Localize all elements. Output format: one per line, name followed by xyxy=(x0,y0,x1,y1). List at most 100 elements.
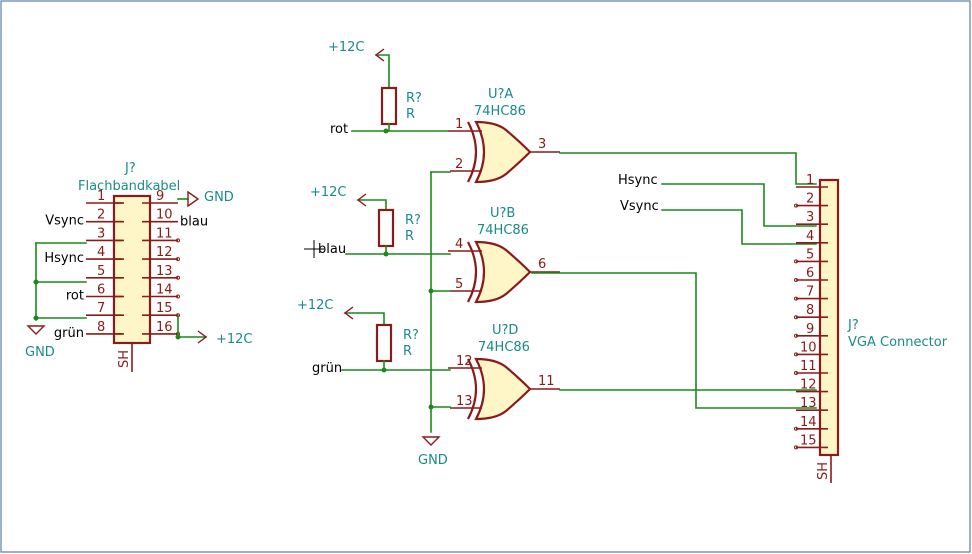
vga-pin-num: 7 xyxy=(806,285,814,300)
flachbandkabel-shield-label: SH xyxy=(117,350,132,368)
gate-in1-num: 1 xyxy=(455,117,463,132)
net-label-rot: rot xyxy=(330,122,348,137)
resistor-body xyxy=(377,208,395,248)
vga-ref: J? xyxy=(847,318,859,333)
net-label-blau: blau xyxy=(318,242,346,257)
resistor-value: R xyxy=(406,107,415,122)
resistor-ref: R? xyxy=(406,91,422,106)
no-connect-dot xyxy=(794,259,798,264)
gate-body xyxy=(474,120,532,184)
flachbandkabel-connector[interactable]: J? Flachbandkabel 12Vsync34Hsync56rot78g… xyxy=(44,161,208,372)
no-connect-dot xyxy=(794,333,798,338)
gate-ref: U?B xyxy=(490,206,515,221)
vga-pin-num: 14 xyxy=(800,415,817,430)
vga-pin-num: 1 xyxy=(806,173,814,188)
flachbandkabel-right-pin-num: 9 xyxy=(156,189,164,204)
no-connect-dot xyxy=(176,238,180,243)
vcc-right-label: +12C xyxy=(216,332,253,347)
vga-pin-num: 10 xyxy=(800,340,817,355)
gate-ref: U?D xyxy=(492,323,518,338)
no-connect-dot xyxy=(176,275,180,280)
vga-value: VGA Connector xyxy=(848,335,948,350)
flachbandkabel-gnd-bus: GND xyxy=(25,242,87,360)
flachbandkabel-ref: J? xyxy=(124,161,136,176)
flachbandkabel-left-pin-num: 8 xyxy=(97,320,105,335)
net-label-gruen: grün xyxy=(312,361,342,376)
vga-pin-num: 12 xyxy=(800,378,817,393)
resistor[interactable]: +12C R?R xyxy=(328,40,422,132)
no-connect-dot xyxy=(794,315,798,320)
vga-pin-num: 3 xyxy=(806,210,814,225)
gate-xor-arc xyxy=(467,241,478,303)
center-wiring: rot blau grün GND Hsync Vsync xyxy=(304,122,817,468)
flachbandkabel-right-pin-num: 14 xyxy=(156,283,173,298)
no-connect-dot xyxy=(794,445,798,450)
flachbandkabel-right-pin-num: 11 xyxy=(156,226,173,241)
flachbandkabel-left-pin-num: 6 xyxy=(97,283,105,298)
gate-in1-num: 12 xyxy=(456,354,473,369)
flachbandkabel-left-pin-num: 7 xyxy=(97,301,105,316)
flachbandkabel-right-pin-num: 10 xyxy=(156,208,173,223)
no-connect-dot xyxy=(794,296,798,301)
gnd-right-label: GND xyxy=(204,190,234,205)
resistor-value: R xyxy=(405,229,414,244)
no-connect-dot xyxy=(794,203,798,208)
resistor-supply-label: +12C xyxy=(328,40,365,55)
flachbandkabel-right-pin-num: 16 xyxy=(156,320,173,335)
flachbandkabel-right-pin-num: 13 xyxy=(156,264,173,279)
vga-shield-label: SH xyxy=(816,462,831,480)
gate-body xyxy=(474,240,532,304)
vga-pin-num: 2 xyxy=(806,192,814,207)
net-label-hsync: Hsync xyxy=(618,173,658,188)
flachbandkabel-right-power: GND +12C xyxy=(175,190,253,347)
vga-pin-num: 15 xyxy=(800,433,817,448)
no-connect-dot xyxy=(794,371,798,375)
gate-in2-num: 5 xyxy=(455,277,463,292)
no-connect-dot xyxy=(794,352,798,357)
vga-pin-num: 13 xyxy=(800,396,817,411)
gnd-center-label: GND xyxy=(418,453,448,468)
gate-value: 74HC86 xyxy=(474,104,526,119)
gate-in2-num: 2 xyxy=(455,157,463,172)
flachbandkabel-right-pin-label: blau xyxy=(180,215,208,230)
flachbandkabel-body xyxy=(112,194,152,345)
flachbandkabel-left-pin-num: 4 xyxy=(97,245,105,260)
vga-pin-num: 4 xyxy=(806,229,814,244)
gate-xor-arc xyxy=(467,121,478,183)
resistor-supply-label: +12C xyxy=(297,298,334,313)
gate-out-num: 11 xyxy=(538,374,555,389)
no-connect-dot xyxy=(794,426,798,431)
gate-out-num: 6 xyxy=(538,257,546,272)
vga-pin-num: 8 xyxy=(806,303,814,318)
gate-in1-num: 4 xyxy=(455,237,463,252)
gate-body xyxy=(474,357,532,421)
resistor-ref: R? xyxy=(403,328,419,343)
no-connect-dot xyxy=(176,294,180,299)
flachbandkabel-left-pin-label: rot xyxy=(66,289,84,304)
resistor-body xyxy=(380,86,398,126)
flachbandkabel-left-pin-num: 1 xyxy=(97,189,105,204)
flachbandkabel-left-pin-num: 5 xyxy=(97,264,105,279)
gate-ref: U?A xyxy=(488,87,513,102)
resistor-ref: R? xyxy=(405,213,421,228)
vga-pin-num: 11 xyxy=(800,359,817,374)
vga-pin-num: 6 xyxy=(806,266,814,281)
gate-xor-arc xyxy=(467,358,478,420)
vga-pin-num: 9 xyxy=(806,322,814,337)
flachbandkabel-left-pin-num: 3 xyxy=(97,226,105,241)
flachbandkabel-left-pin-label: Hsync xyxy=(44,251,84,266)
flachbandkabel-left-pin-num: 2 xyxy=(97,208,105,223)
flachbandkabel-right-pin-num: 15 xyxy=(156,301,173,316)
